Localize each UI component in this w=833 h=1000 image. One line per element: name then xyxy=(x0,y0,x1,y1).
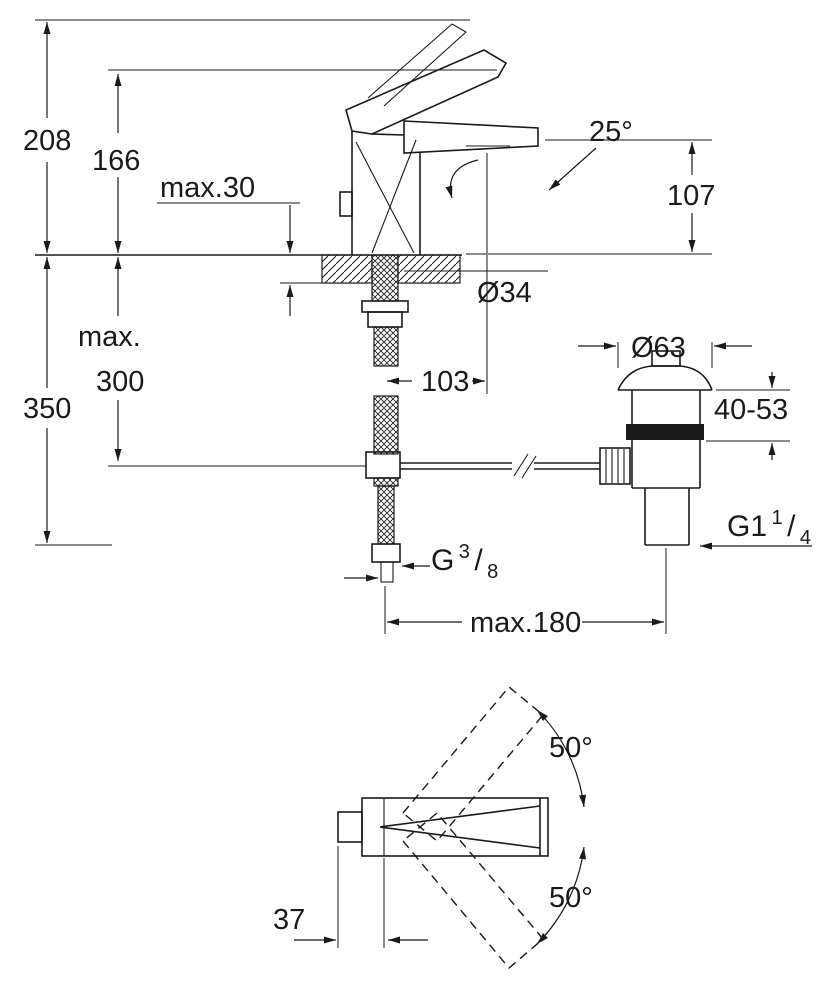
dimension-supply-thread-g38: G 3 / 8 xyxy=(344,541,498,583)
temperature-limiter-tab xyxy=(339,191,353,217)
handle-swivel-down-outline xyxy=(402,812,544,969)
supply-hose-lower xyxy=(373,395,399,455)
hose-end-tube xyxy=(380,561,394,583)
dim-label-g114: G1 1 / 4 xyxy=(727,507,811,549)
hose-nut xyxy=(371,543,401,563)
mounting-washer xyxy=(361,300,409,313)
dimension-spout-angle-25: 25° xyxy=(445,116,633,199)
seal-band xyxy=(626,424,704,440)
dimension-hose-depth-300: 300 xyxy=(96,257,366,467)
dimension-outlet-height-107: 107 xyxy=(466,139,715,255)
faucet-plan-view: 50° 50° xyxy=(337,686,593,969)
shank-and-hoses xyxy=(361,254,409,583)
dim-label-d63: Ø63 xyxy=(631,332,686,364)
dim-label-166: 166 xyxy=(92,145,140,177)
dimension-hole-diameter-34: Ø34 xyxy=(404,270,548,309)
threaded-shank xyxy=(371,254,399,302)
dimension-clearance-350: max. 350 xyxy=(23,257,141,546)
dimension-flange-diameter-63: Ø63 xyxy=(578,332,752,368)
supply-hose-upper xyxy=(373,326,399,367)
dimension-rod-span-max180: max.180 xyxy=(384,548,667,639)
spout-tip-plan xyxy=(337,811,363,843)
dim-label-50-top: 50° xyxy=(549,732,593,764)
dimension-body-height-166: 166 xyxy=(92,69,497,253)
dimension-drain-thread-g114: G1 1 / 4 xyxy=(700,507,812,550)
dim-label-50-bottom: 50° xyxy=(549,882,593,914)
connection-tube xyxy=(377,485,395,545)
dim-label-max-prefix: max. xyxy=(78,321,141,353)
dim-label-max180: max.180 xyxy=(470,607,581,639)
popup-waste-assembly xyxy=(400,350,713,546)
dim-label-4053: 40-53 xyxy=(714,394,788,426)
dim-label-107: 107 xyxy=(667,180,715,212)
dimension-projection-103: 103 xyxy=(387,255,488,398)
dim-label-g38: G 3 / 8 xyxy=(431,541,498,583)
faucet-front-view xyxy=(339,23,539,255)
dim-label-208: 208 xyxy=(23,125,71,157)
dim-label-d34: Ø34 xyxy=(477,277,532,309)
knurled-knob xyxy=(599,447,631,485)
dim-label-350: 350 xyxy=(23,393,71,425)
dim-label-300: 300 xyxy=(96,366,144,398)
dim-label-25deg: 25° xyxy=(589,116,633,148)
dimension-spout-offset-37: 37 xyxy=(273,846,428,948)
mounting-nut xyxy=(367,311,403,328)
handle-swivel-up-outline xyxy=(402,686,544,842)
dim-label-103: 103 xyxy=(421,366,469,398)
rod-clamp xyxy=(365,451,401,479)
dimension-deck-thickness-max30: max.30 xyxy=(157,172,300,316)
dim-label-max30: max.30 xyxy=(160,172,255,204)
dim-label-37: 37 xyxy=(273,904,305,936)
dimension-clamping-range-4053: 40-53 xyxy=(706,372,790,460)
faucet-spout xyxy=(403,120,539,154)
dimension-total-height-208: 208 xyxy=(23,19,470,253)
